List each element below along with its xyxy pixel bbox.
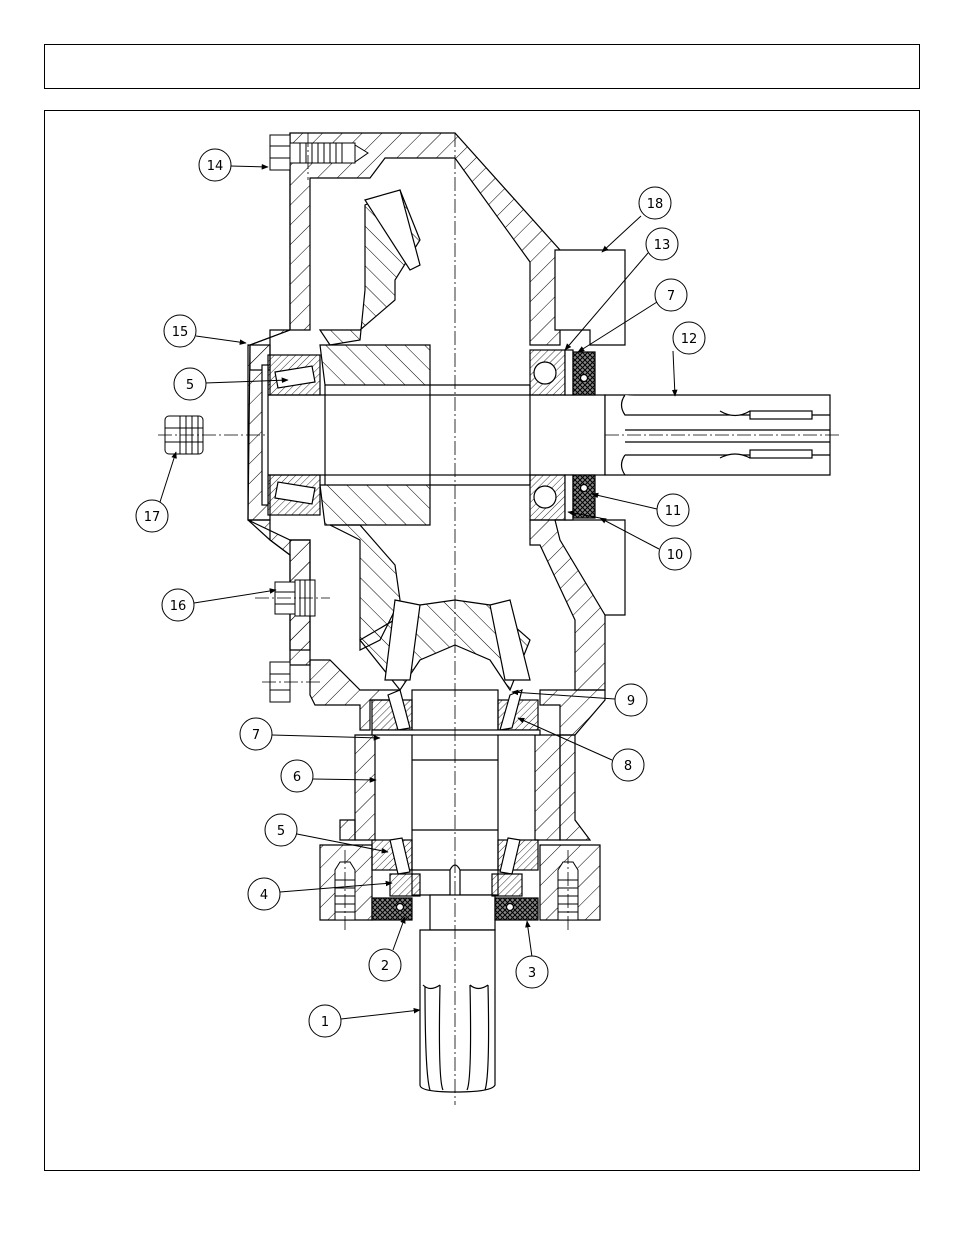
svg-text:18: 18 (647, 197, 664, 212)
svg-text:13: 13 (654, 238, 671, 253)
svg-text:3: 3 (528, 966, 536, 981)
horizontal-shaft (265, 385, 605, 485)
svg-text:11: 11 (665, 504, 682, 519)
callout-9: 9 (615, 684, 647, 716)
svg-text:8: 8 (624, 759, 632, 774)
svg-text:12: 12 (681, 332, 698, 347)
svg-text:9: 9 (627, 694, 635, 709)
svg-text:5: 5 (277, 824, 285, 839)
svg-text:4: 4 (260, 888, 268, 903)
svg-text:7: 7 (667, 289, 675, 304)
callout-6: 6 (281, 760, 313, 792)
svg-text:15: 15 (172, 325, 189, 340)
svg-text:2: 2 (381, 959, 389, 974)
callout-2: 2 (369, 949, 401, 981)
svg-text:5: 5 (186, 378, 194, 393)
callout-1: 1 (309, 1005, 341, 1037)
svg-text:6: 6 (293, 770, 301, 785)
svg-text:17: 17 (144, 510, 161, 525)
callout-4: 4 (248, 878, 280, 910)
callout-8: 8 (612, 749, 644, 781)
callout-17: 17 (136, 500, 168, 532)
callout-10: 10 (659, 538, 691, 570)
svg-text:7: 7 (252, 728, 260, 743)
callout-7-upper: 7 (655, 279, 687, 311)
svg-text:14: 14 (207, 159, 224, 174)
callout-7-lower: 7 (240, 718, 272, 750)
callout-3: 3 (516, 956, 548, 988)
callout-15: 15 (164, 315, 196, 347)
callout-16: 16 (162, 589, 194, 621)
callout-5-lower: 5 (265, 814, 297, 846)
callout-11: 11 (657, 494, 689, 526)
svg-text:16: 16 (170, 599, 187, 614)
callout-12: 12 (673, 322, 705, 354)
callout-13: 13 (646, 228, 678, 260)
callout-14: 14 (199, 149, 231, 181)
callout-18: 18 (639, 187, 671, 219)
svg-text:1: 1 (321, 1015, 329, 1030)
callout-5-upper: 5 (174, 368, 206, 400)
svg-text:10: 10 (667, 548, 684, 563)
